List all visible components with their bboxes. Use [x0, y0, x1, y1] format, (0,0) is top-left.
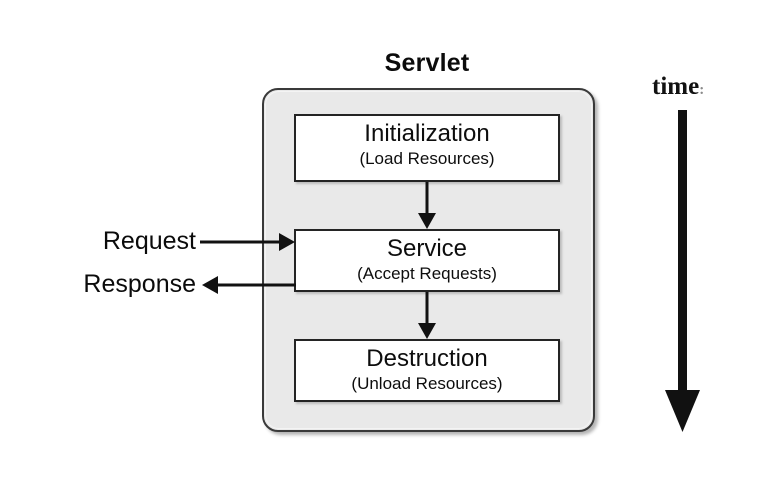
phase-title-initialization: Initialization: [364, 120, 490, 147]
phase-title-destruction: Destruction: [366, 345, 488, 372]
time-axis-label: time:: [652, 72, 704, 105]
phase-box-service: Service (Accept Requests): [294, 229, 560, 292]
response-label: Response: [83, 270, 196, 298]
time-axis-text: time: [652, 73, 700, 100]
time-arrow: [665, 110, 700, 432]
time-axis-trailing-mark: :: [699, 82, 705, 98]
phase-box-destruction: Destruction (Unload Resources): [294, 339, 560, 402]
phase-box-initialization: Initialization (Load Resources): [294, 114, 560, 182]
phase-subtitle-initialization: (Load Resources): [359, 149, 495, 168]
phase-subtitle-destruction: (Unload Resources): [351, 374, 503, 393]
page-title: Servlet: [384, 49, 470, 77]
request-label: Request: [102, 227, 196, 255]
phase-subtitle-service: (Accept Requests): [357, 264, 497, 283]
phase-title-service: Service: [386, 235, 468, 262]
